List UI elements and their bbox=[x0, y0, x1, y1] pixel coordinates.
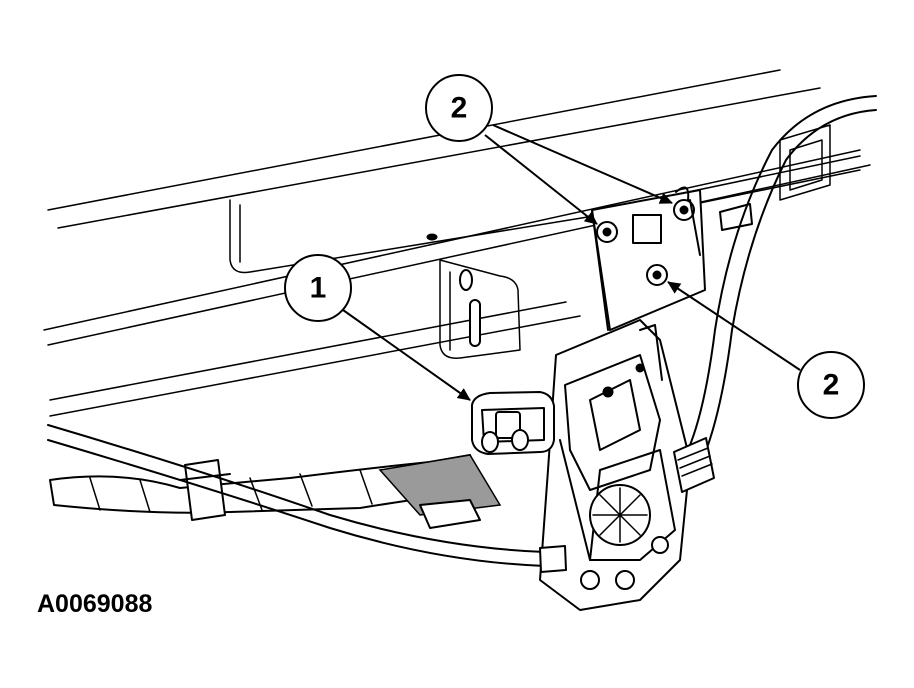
latch-mounting-plate bbox=[591, 186, 753, 331]
electrical-connector bbox=[471, 391, 555, 455]
latch-cables bbox=[47, 95, 877, 573]
callout-2-upper-circle bbox=[425, 74, 493, 142]
door-panel bbox=[43, 69, 871, 417]
door-latch-assembly bbox=[539, 319, 691, 611]
leader-lines bbox=[342, 124, 801, 401]
callout-2-lower-circle bbox=[797, 351, 865, 419]
callout-2-upper-label: 2 bbox=[451, 92, 468, 125]
callout-1-label: 1 bbox=[310, 272, 327, 305]
callout-1-circle bbox=[284, 254, 352, 322]
callout-1: 1 bbox=[284, 254, 352, 322]
callout-2-lower: 2 bbox=[797, 351, 865, 419]
callout-2-lower-label: 2 bbox=[823, 369, 840, 402]
callout-2-upper: 2 bbox=[425, 74, 493, 142]
figure-id: A0069088 bbox=[37, 590, 152, 618]
wiring-harness bbox=[49, 454, 502, 529]
plate-tab bbox=[632, 214, 662, 244]
